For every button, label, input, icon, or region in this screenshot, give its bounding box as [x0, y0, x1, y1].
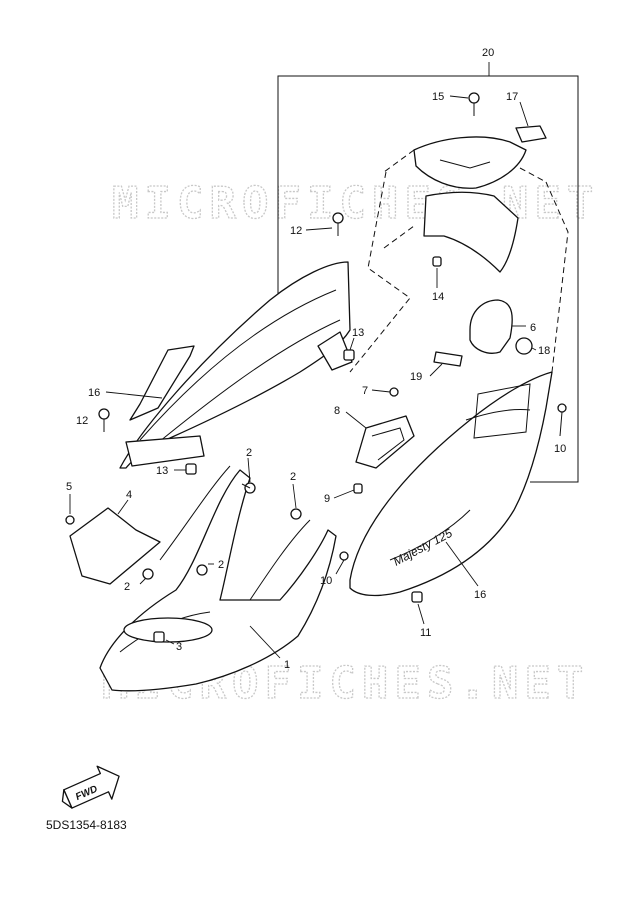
- nut-14: [432, 256, 442, 288]
- callout-4: 4: [126, 489, 132, 501]
- callout-16a: 16: [88, 387, 100, 399]
- screw-2-c: [196, 563, 214, 576]
- callout-10a: 10: [554, 443, 566, 455]
- callout-9: 9: [324, 493, 330, 505]
- screw-12-upper: [305, 212, 344, 236]
- clip-11: [411, 591, 425, 625]
- seat-hinge-cover: [383, 136, 547, 273]
- lock-housing-6: [469, 299, 537, 355]
- leader-16-right: [445, 541, 479, 587]
- cover-17: [515, 125, 547, 143]
- screw-10-left: [335, 551, 349, 575]
- stay-19: [429, 351, 463, 377]
- callout-5: 5: [66, 481, 72, 493]
- callout-2c: 2: [218, 559, 224, 571]
- callout-7: 7: [362, 385, 368, 397]
- callout-19: 19: [410, 371, 422, 383]
- assembly-20-frame: [277, 75, 579, 483]
- nut-9: [333, 483, 363, 499]
- guide-plane-right: [545, 181, 569, 373]
- side-cover-left: [119, 261, 353, 469]
- screw-5: [65, 494, 75, 525]
- callout-2d: 2: [124, 581, 130, 593]
- callout-13a: 13: [352, 327, 364, 339]
- clip-13-upper: [343, 337, 355, 361]
- callout-16b: 16: [474, 589, 486, 601]
- callout-6: 6: [530, 322, 536, 334]
- screw-10-right: [557, 403, 567, 437]
- callout-8: 8: [334, 405, 340, 417]
- callout-1: 1: [284, 659, 290, 671]
- screw-15: [449, 92, 480, 116]
- callout-2a: 2: [246, 447, 252, 459]
- callout-17: 17: [506, 91, 518, 103]
- callout-18: 18: [538, 345, 550, 357]
- guide-plane-left: [349, 171, 411, 373]
- callout-11: 11: [420, 627, 431, 639]
- watermark-top: MICROFICHES.NET: [112, 178, 599, 229]
- diagram-code: 5DS1354-8183: [46, 818, 127, 832]
- callout-20: 20: [482, 47, 494, 59]
- trim-strip-left: [129, 345, 195, 421]
- clip-13-lower: [174, 463, 197, 475]
- fwd-arrow-icon: FWD: [61, 765, 120, 809]
- clip-3: [153, 631, 175, 645]
- screw-2-b: [290, 483, 302, 520]
- callout-10b: 10: [320, 575, 332, 587]
- callout-12b: 12: [76, 415, 88, 427]
- callout-13b: 13: [156, 465, 168, 477]
- callout-12a: 12: [290, 225, 302, 237]
- screw-12-lower: [98, 408, 110, 432]
- flap-4: [69, 499, 161, 585]
- screw-7: [371, 387, 399, 397]
- callout-2b: 2: [290, 471, 296, 483]
- side-cover-right: [349, 371, 553, 597]
- callout-14: 14: [432, 291, 444, 303]
- screw-2-a: [241, 457, 256, 494]
- callout-3: 3: [176, 641, 182, 653]
- callout-15: 15: [432, 91, 444, 103]
- screw-2-d: [139, 568, 154, 585]
- bracket-8: [345, 411, 415, 469]
